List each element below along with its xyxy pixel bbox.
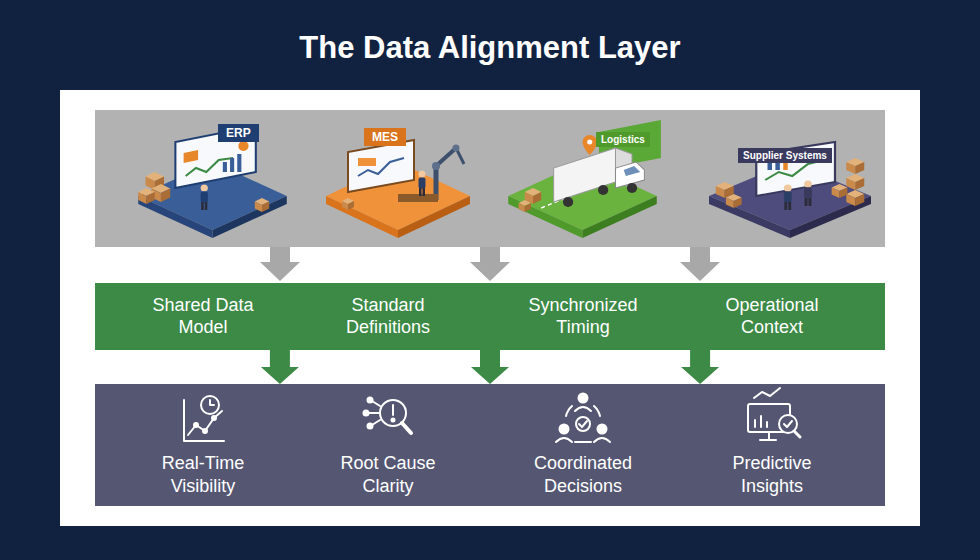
alignment-label: Operational Context [707,294,837,338]
system-illustration [700,118,880,240]
alignment-label: Standard Definitions [323,294,453,338]
system-sign: Supplier Systems [738,148,832,163]
system-sign: ERP [218,124,259,142]
alignment-label: Synchronized Timing [518,294,648,338]
gray-arrow [470,247,510,281]
outcome-label: Coordinated Decisions [518,452,648,498]
gray-down-arrows [260,247,720,281]
alignment-band: Shared Data Model Standard Definitions Syn… [95,283,885,350]
gray-arrow [260,247,300,281]
system-illustration [130,118,295,240]
system-sign: Logistics [596,132,650,147]
system-tile: ERP [130,118,295,240]
system-sign: MES [364,128,406,146]
outcome-band: Real-Time Visibility Root Cause Clarity Co… [95,384,885,506]
system-tile: MES [318,118,478,240]
outcome-label: Predictive Insights [707,452,837,498]
outcome-label: Root Cause Clarity [323,452,453,498]
flow-arrow [471,350,509,384]
system-tile: Supplier Systems [700,118,880,240]
flow-arrow [261,350,299,384]
diagram-title: The Data Alignment Layer [0,30,980,66]
gray-arrow [680,247,720,281]
outcome-label: Real-Time Visibility [138,452,268,498]
alignment-label: Shared Data Model [138,294,268,338]
flow-arrow [681,350,719,384]
system-tile: Logistics [500,118,665,240]
